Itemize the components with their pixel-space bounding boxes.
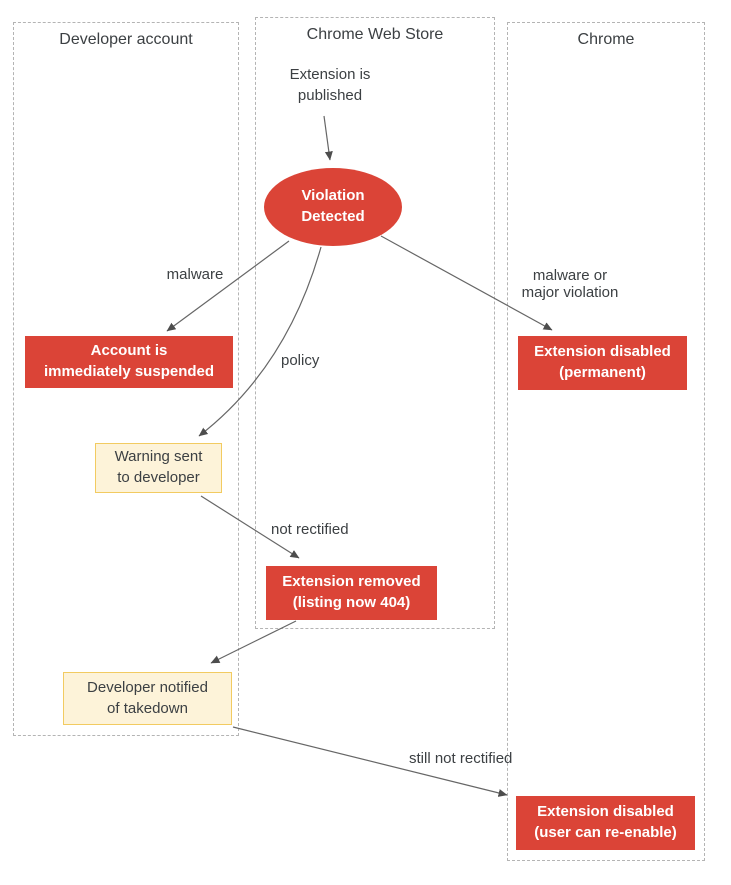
lane-chrome-web-store: Chrome Web Store	[255, 17, 495, 629]
lane-title-chrome: Chrome	[577, 31, 635, 48]
node-extension-disabled-permanent: Extension disabled (permanent)	[518, 336, 687, 390]
edge-label-malware: malware	[166, 266, 224, 283]
node-extension-published: Extension is published	[289, 66, 371, 104]
arrow-policy-to-warning	[198, 246, 322, 437]
edge-label-not-rectified: not rectified	[271, 521, 349, 538]
arrow-still-not-rectified-to-disabled-reenable	[232, 726, 508, 797]
node-extension-removed: Extension removed (listing now 404)	[266, 566, 437, 620]
lane-title-developer-account: Developer account	[59, 31, 193, 48]
arrow-published-to-violation	[323, 115, 333, 161]
arrow-removed-to-notified	[210, 620, 297, 664]
lane-chrome: Chrome	[507, 22, 705, 861]
edge-label-malware-or-major-violation: malware or major violation	[521, 267, 619, 301]
node-developer-notified: Developer notified of takedown	[63, 672, 232, 725]
node-violation-detected: Violation Detected	[264, 168, 402, 246]
edge-label-policy: policy	[281, 352, 320, 369]
arrow-malware-to-suspended	[166, 240, 290, 332]
arrow-major-violation-to-disabled-permanent	[380, 235, 553, 331]
node-account-suspended: Account is immediately suspended	[25, 336, 233, 388]
lane-developer-account: Developer account	[13, 22, 239, 736]
lane-title-chrome-web-store: Chrome Web Store	[306, 26, 444, 43]
node-warning-sent: Warning sent to developer	[95, 443, 222, 493]
node-extension-disabled-reenable: Extension disabled (user can re-enable)	[516, 796, 695, 850]
arrow-not-rectified-to-removed	[200, 495, 300, 559]
edge-label-still-not-rectified: still not rectified	[409, 750, 513, 767]
